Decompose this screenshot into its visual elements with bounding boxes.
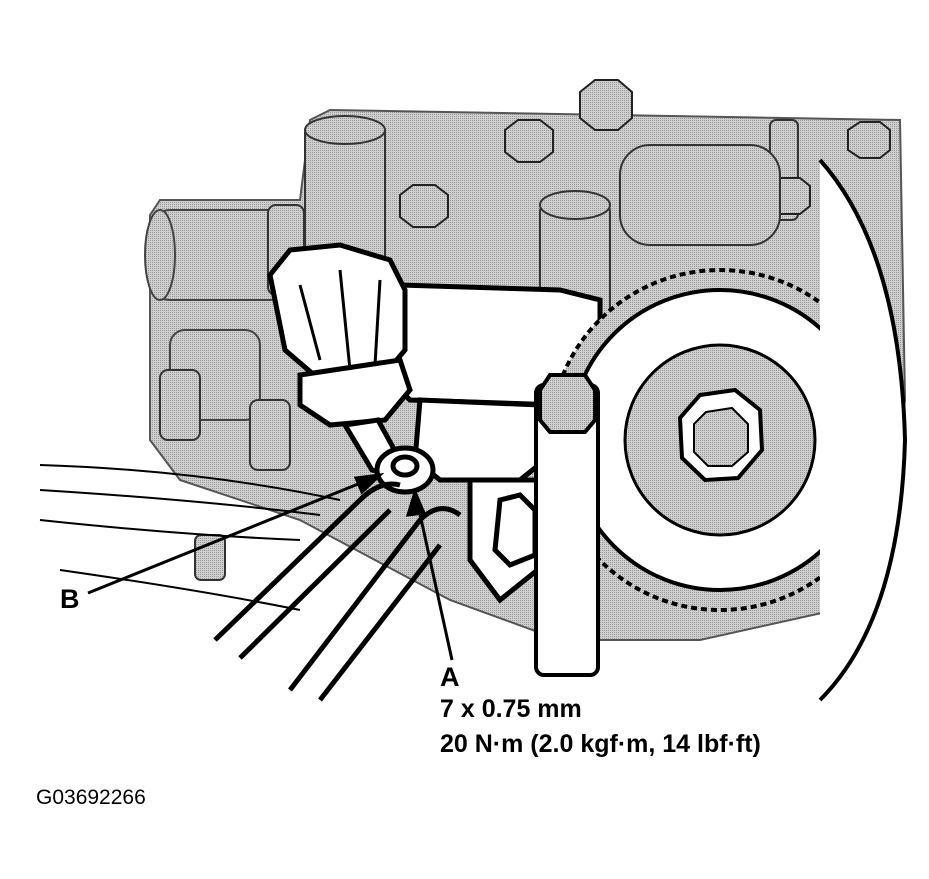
- figure-id: G03692266: [36, 786, 146, 809]
- adjusting-screw-locknut: [374, 445, 436, 495]
- leader-lines: [87, 472, 454, 661]
- callout-a-label: A: [440, 662, 460, 692]
- background-bolts: [399, 79, 891, 228]
- callout-b-label: B: [60, 584, 80, 614]
- thread-spec: 7 x 0.75 mm: [440, 695, 582, 723]
- arrowhead-a: [405, 487, 427, 517]
- center-bolt: [534, 373, 600, 677]
- leader-b: [87, 478, 369, 595]
- engine-cover: [818, 158, 908, 702]
- camshaft-gear: [548, 268, 892, 612]
- torque-spec: 20 N·m (2.0 kgf·m, 14 lbf·ft): [440, 730, 761, 758]
- arrowhead-b: [353, 472, 385, 495]
- leader-a: [416, 504, 454, 661]
